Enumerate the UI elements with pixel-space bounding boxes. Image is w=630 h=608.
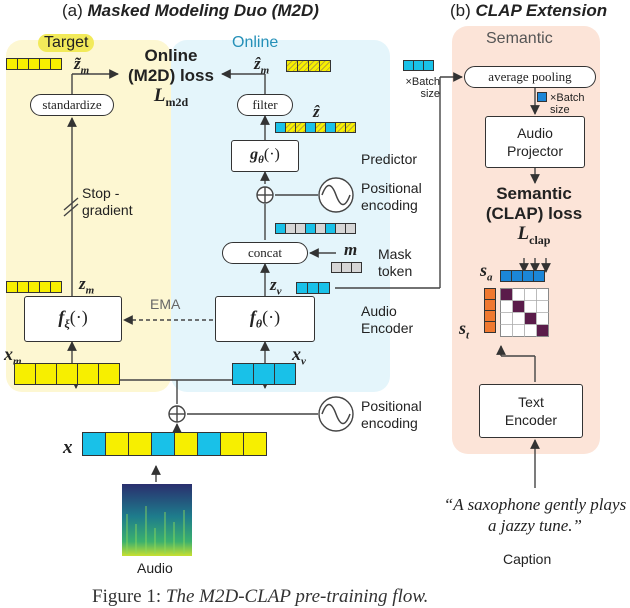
target-encoder-box: fξ(·) xyxy=(24,296,122,342)
token-cell xyxy=(56,363,78,385)
token-cell xyxy=(232,363,254,385)
symbol-s-t: st xyxy=(459,318,470,342)
token-strip-z-hat xyxy=(275,122,356,133)
label-semantic: Semantic xyxy=(486,30,553,47)
online-encoder-box: fθ(·) xyxy=(215,296,315,342)
token-cell xyxy=(318,282,330,294)
token-cell xyxy=(50,281,62,293)
token-cell xyxy=(345,122,356,133)
figure-caption: Figure 1: The M2D-CLAP pre-training flow… xyxy=(92,586,429,607)
symbol-z-m: zm xyxy=(79,274,95,297)
text-encoder-box: Text Encoder xyxy=(479,384,583,438)
symbol-z-hat-m: ẑm xyxy=(254,54,270,77)
symbol-z-hat: ẑ xyxy=(313,102,320,121)
label-positional-encoding-top: Positional encoding xyxy=(361,180,422,213)
token-cell xyxy=(98,363,120,385)
symbol-x-v: xv xyxy=(292,344,306,368)
predictor-box: gθ(·) xyxy=(231,140,299,172)
token-strip-z-v xyxy=(296,282,330,294)
token-cell xyxy=(220,432,244,456)
similarity-matrix xyxy=(500,288,549,337)
label-audio-encoder: Audio Encoder xyxy=(361,303,414,336)
average-pooling-box: average pooling xyxy=(464,66,596,88)
token-cell xyxy=(77,363,99,385)
token-strip-z-m xyxy=(6,281,62,293)
token-strip-s-t xyxy=(484,288,496,333)
token-strip-concat-input xyxy=(275,223,356,234)
symbol-x-m: xm xyxy=(4,344,22,368)
token-cell xyxy=(35,363,57,385)
label-batch-size-left: ×Batch size xyxy=(405,76,440,100)
token-cell xyxy=(50,58,62,70)
caption-quote: “A saxophone gently plays a jazzy tune.” xyxy=(443,495,627,535)
loss-clap: Semantic (CLAP) loss Lclap xyxy=(485,184,583,247)
symbol-x: x xyxy=(63,437,73,458)
token-strip-mask xyxy=(331,262,362,273)
token-strip-z-tilde-m xyxy=(6,58,62,70)
label-target: Target xyxy=(38,34,95,52)
token-cell xyxy=(319,60,331,72)
label-caption: Caption xyxy=(503,551,552,567)
label-audio: Audio xyxy=(137,560,173,576)
filter-box: filter xyxy=(237,94,293,116)
token-strip-x-v xyxy=(232,363,296,385)
standardize-box: standardize xyxy=(30,94,114,116)
token-cell xyxy=(274,363,296,385)
token-cell xyxy=(105,432,129,456)
token-strip-pooled-input xyxy=(403,60,434,71)
label-online: Online xyxy=(232,34,279,51)
symbol-s-a: sa xyxy=(480,260,493,284)
token-cell xyxy=(423,60,434,71)
label-stop-gradient: Stop -gradient xyxy=(82,185,133,218)
semantic-region xyxy=(452,26,600,454)
token-cell xyxy=(128,432,152,456)
heading-m2d: (a) Masked Modeling Duo (M2D) xyxy=(62,1,319,20)
token-cell xyxy=(345,223,356,234)
loss-m2d: Online (M2D) loss Lm2d xyxy=(128,46,214,109)
heading-clap: (b) CLAP Extension xyxy=(450,1,608,20)
token-strip-z-hat-m xyxy=(286,60,331,72)
token-cell xyxy=(82,432,106,456)
label-batch-size-right: ×Batch size xyxy=(550,92,585,116)
token-cell xyxy=(243,432,267,456)
label-ema: EMA xyxy=(150,296,181,312)
token-strip-x-m xyxy=(14,363,120,385)
concat-box: concat xyxy=(222,242,308,264)
label-positional-encoding-bottom: Positional encoding xyxy=(361,398,422,431)
token-cell xyxy=(151,432,175,456)
token-cell xyxy=(197,432,221,456)
audio-projector-box: Audio Projector xyxy=(485,116,585,168)
symbol-z-tilde-m: z̃m xyxy=(74,54,90,77)
token-cell xyxy=(253,363,275,385)
token-cell xyxy=(537,92,547,102)
audio-spectrogram xyxy=(122,484,192,556)
token-pooled-output xyxy=(537,92,547,102)
symbol-z-v: zv xyxy=(270,275,282,298)
label-mask-token: Mask token xyxy=(378,246,413,279)
symbol-m: m xyxy=(344,240,358,259)
label-predictor: Predictor xyxy=(361,151,418,167)
token-cell xyxy=(533,270,545,282)
token-cell xyxy=(351,262,362,273)
token-cell xyxy=(484,321,496,333)
token-strip-s-a xyxy=(500,270,545,282)
token-cell xyxy=(174,432,198,456)
token-cell xyxy=(14,363,36,385)
token-strip-x xyxy=(82,432,267,456)
